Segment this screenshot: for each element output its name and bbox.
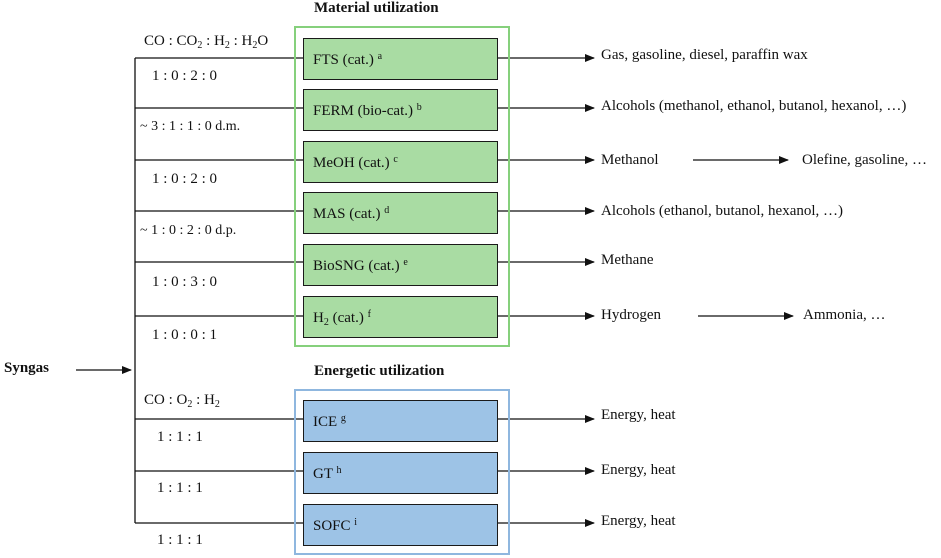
- material-utilization-header: Material utilization: [314, 0, 439, 16]
- product-ferm: Alcohols (methanol, ethanol, butanol, he…: [601, 98, 907, 114]
- ratio-meoh: 1 : 0 : 2 : 0: [152, 171, 218, 187]
- footnote-c: c: [393, 154, 398, 165]
- material-ratio-header: CO : CO2 : H2 : H2O: [144, 33, 269, 51]
- ratio-fts: 1 : 0 : 2 : 0: [152, 68, 218, 84]
- process-box-sofc: SOFC i: [303, 504, 498, 546]
- syngas-label: Syngas: [4, 360, 50, 376]
- ratio-gt: 1 : 1 : 1: [157, 480, 203, 496]
- product-sofc: Energy, heat: [601, 513, 676, 529]
- process-box-gt: GT h: [303, 452, 498, 494]
- footnote-a: a: [377, 51, 383, 62]
- process-label-gt: GT: [313, 466, 333, 482]
- product-mas: Alcohols (ethanol, butanol, hexanol, …): [601, 203, 844, 219]
- product-biosng: Methane: [601, 252, 654, 268]
- energetic-ratio-header: CO : O2 : H2: [144, 392, 220, 410]
- process-label-sofc: SOFC: [313, 518, 351, 534]
- product-meoh: Methanol: [601, 152, 659, 168]
- energetic-utilization-header: Energetic utilization: [314, 363, 445, 379]
- process-label-mas: MAS (cat.): [313, 206, 381, 222]
- process-box-ferm: FERM (bio-cat.) b: [303, 89, 498, 131]
- process-label-biosng: BioSNG (cat.): [313, 258, 400, 274]
- process-label-ferm: FERM (bio-cat.): [313, 103, 413, 119]
- ratio-biosng: 1 : 0 : 3 : 0: [152, 274, 218, 290]
- process-label-fts: FTS (cat.): [313, 52, 374, 68]
- ratio-ferm: ~ 3 : 1 : 1 : 0 d.m.: [140, 119, 241, 134]
- ratio-h2: 1 : 0 : 0 : 1: [152, 327, 218, 343]
- footnote-d: d: [384, 205, 390, 216]
- product-gt: Energy, heat: [601, 462, 676, 478]
- process-label-ice: ICE: [313, 414, 338, 430]
- product-h2: Hydrogen: [601, 307, 661, 323]
- process-box-biosng: BioSNG (cat.) e: [303, 244, 498, 286]
- product-h2-next: Ammonia, …: [803, 307, 886, 323]
- material-utilization-frame: [294, 26, 510, 347]
- process-box-meoh: MeOH (cat.) c: [303, 141, 498, 183]
- product-meoh-next: Olefine, gasoline, …: [802, 152, 927, 168]
- process-box-fts: FTS (cat.) a: [303, 38, 498, 80]
- footnote-i: i: [354, 517, 358, 528]
- footnote-b: b: [416, 102, 422, 113]
- process-label-h2: H2 (cat.): [313, 310, 364, 328]
- footnote-h: h: [336, 465, 342, 476]
- footnote-f: f: [367, 309, 371, 320]
- ratio-mas: ~ 1 : 0 : 2 : 0 d.p.: [140, 223, 237, 238]
- footnote-e: e: [403, 257, 408, 268]
- process-box-h2: H2 (cat.) f: [303, 296, 498, 338]
- process-label-meoh: MeOH (cat.): [313, 155, 390, 171]
- footnote-g: g: [340, 413, 346, 424]
- product-fts: Gas, gasoline, diesel, paraffin wax: [601, 47, 808, 63]
- product-ice: Energy, heat: [601, 407, 676, 423]
- energetic-utilization-frame: [294, 389, 510, 555]
- ratio-sofc: 1 : 1 : 1: [157, 532, 203, 548]
- process-box-mas: MAS (cat.) d: [303, 192, 498, 234]
- ratio-ice: 1 : 1 : 1: [157, 429, 203, 445]
- process-box-ice: ICE g: [303, 400, 498, 442]
